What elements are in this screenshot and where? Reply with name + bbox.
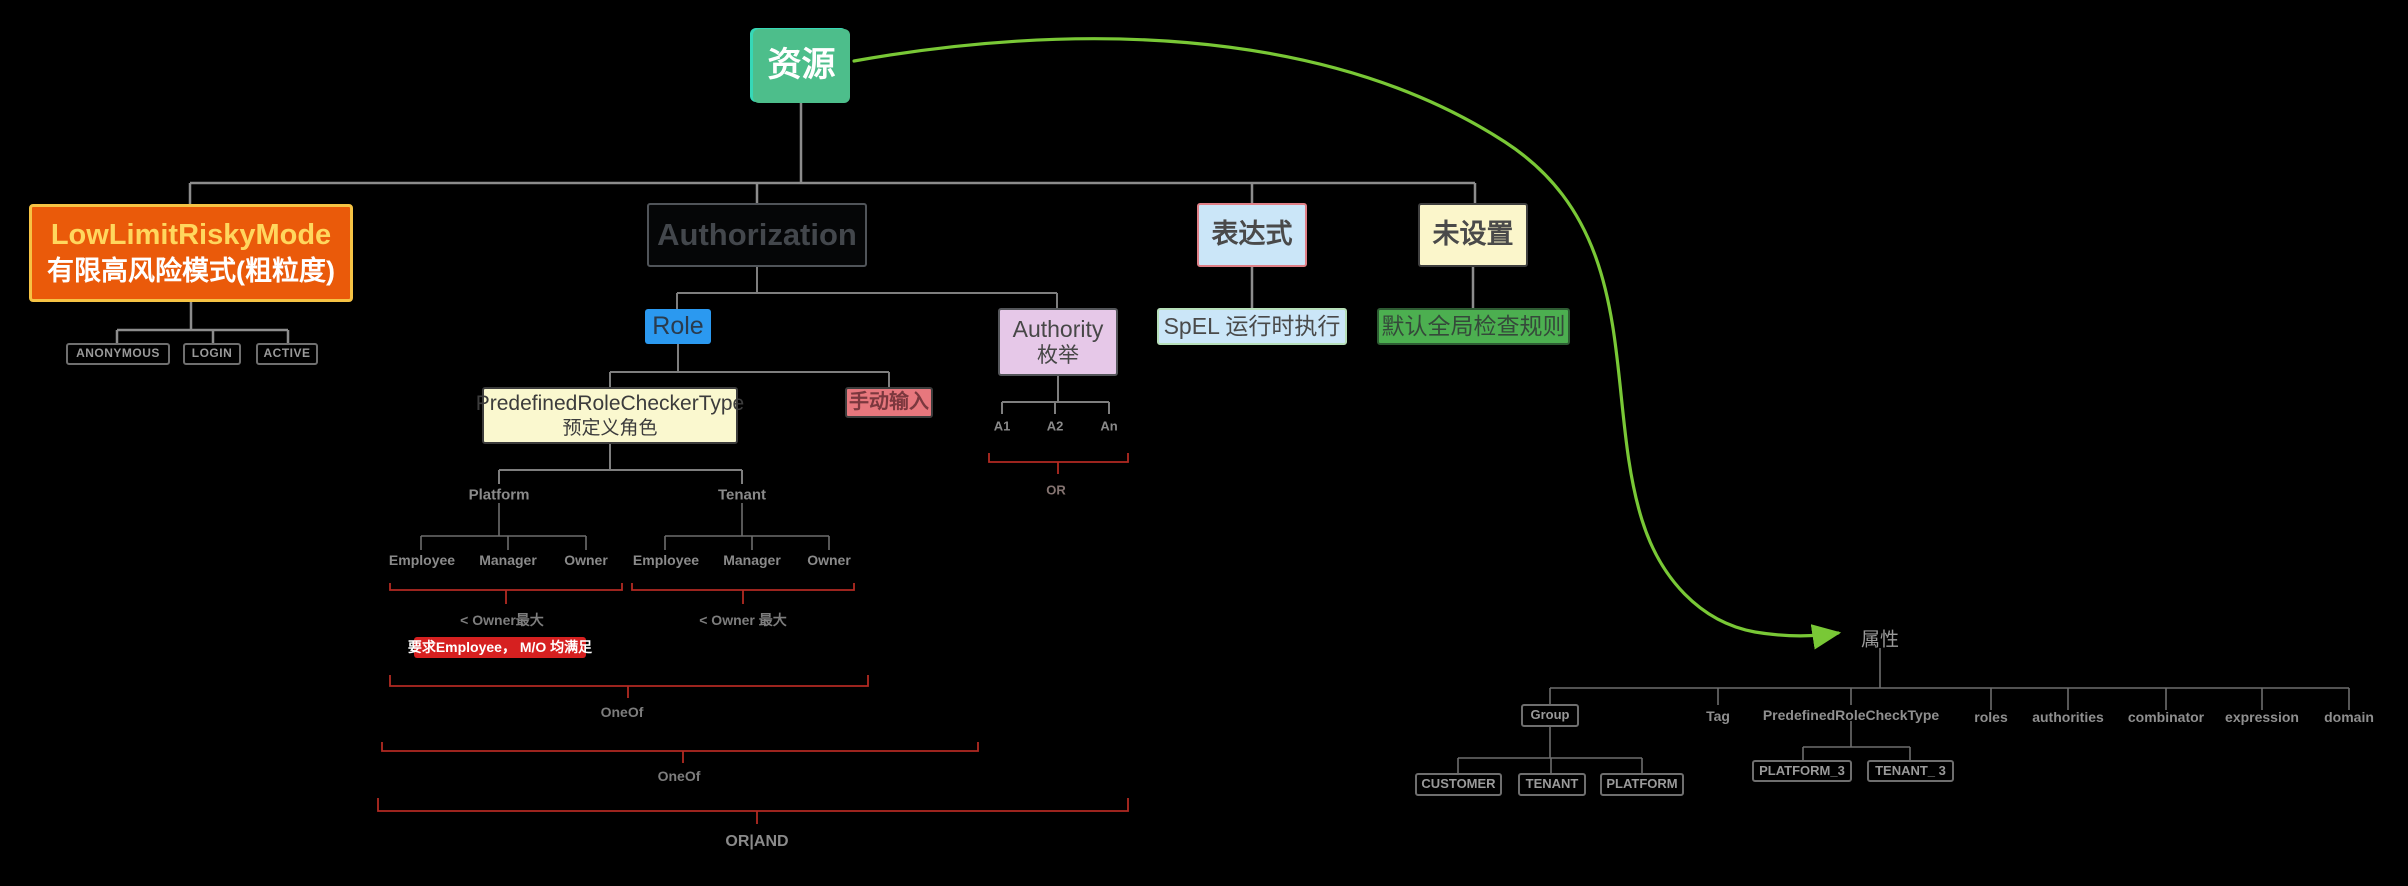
node-expression-label: 表达式 (1211, 219, 1293, 250)
node-attr-tag[interactable]: Tag (1706, 708, 1730, 724)
node-manual-input-label: 手动输入 (849, 391, 929, 413)
tree-lines-attributes (1457, 648, 2350, 773)
node-authorization-label: Authorization (657, 217, 857, 253)
summary-oneof-groups[interactable]: OneOf (657, 768, 701, 784)
node-anonymous[interactable]: ANONYMOUS (66, 343, 170, 365)
node-lowlimitriskymode[interactable]: LowLimitRiskyMode 有限高风险模式(粗粒度) (29, 204, 353, 302)
node-checktype-platform3-label: PLATFORM_3 (1759, 762, 1845, 778)
node-checktype-platform3[interactable]: PLATFORM_3 (1752, 760, 1852, 782)
node-login-label: LOGIN (191, 346, 233, 361)
node-anonymous-label: ANONYMOUS (76, 346, 160, 361)
node-role-label: Role (652, 312, 704, 341)
summary-brackets (377, 453, 1129, 824)
node-tenant-owner[interactable]: Owner (807, 552, 851, 568)
node-attr-expression[interactable]: expression (2225, 709, 2299, 725)
node-attributes[interactable]: 属性 (1860, 629, 1900, 651)
node-group-platform-label: PLATFORM (1606, 776, 1678, 792)
node-checktype-tenant3[interactable]: TENANT_ 3 (1867, 760, 1954, 782)
node-lowlimitriskymode-title: LowLimitRiskyMode (50, 218, 332, 251)
node-authority-subtitle: 枚举 (1037, 344, 1079, 368)
node-an[interactable]: An (1100, 418, 1118, 434)
node-attr-authorities[interactable]: authorities (2032, 709, 2104, 725)
node-group-tenant-label: TENANT (1525, 776, 1579, 792)
summary-or-label[interactable]: OR (1046, 482, 1066, 498)
tree-lines-main (115, 103, 1477, 343)
node-unset[interactable]: 未设置 (1418, 203, 1528, 267)
node-attr-roles[interactable]: roles (1974, 709, 2008, 725)
node-manual-input[interactable]: 手动输入 (845, 387, 933, 418)
node-root-label: 资源 (767, 46, 836, 85)
node-lowlimitriskymode-subtitle: 有限高风险模式(粗粒度) (47, 256, 335, 287)
require-employee-text: 要求Employee， M/O 均满足 (407, 639, 593, 656)
node-a1[interactable]: A1 (993, 418, 1011, 434)
node-default-global-rule-label: 默认全局检查规则 (1381, 313, 1566, 340)
tree-lines-authorization (498, 267, 1110, 484)
node-root[interactable]: 资源 (753, 29, 850, 103)
node-attr-group-label: Group (1530, 707, 1570, 723)
node-group-customer[interactable]: CUSTOMER (1415, 773, 1502, 796)
node-role[interactable]: Role (645, 309, 711, 344)
relationship-curve[interactable] (852, 37, 1842, 650)
node-predefined-subtitle: 预定义角色 (562, 417, 658, 439)
node-tenant-manager[interactable]: Manager (723, 552, 781, 568)
node-authority[interactable]: Authority 枚举 (998, 308, 1118, 376)
node-spel-runtime-label: SpEL 运行时执行 (1163, 313, 1341, 340)
node-login[interactable]: LOGIN (183, 343, 241, 365)
node-attr-predefined-role-check-type[interactable]: PredefinedRoleCheckType (1762, 707, 1940, 723)
node-checktype-tenant3-label: TENANT_ 3 (1875, 762, 1946, 778)
node-attr-combinator[interactable]: combinator (2127, 709, 2205, 725)
node-expression[interactable]: 表达式 (1197, 203, 1307, 267)
node-predefined-role-checker-type[interactable]: PredefinedRoleCheckerType 预定义角色 (476, 387, 744, 444)
node-platform-owner[interactable]: Owner (564, 552, 608, 568)
require-employee-label[interactable]: 要求Employee， M/O 均满足 (408, 637, 592, 658)
node-tenant[interactable]: Tenant (717, 486, 767, 504)
node-default-global-rule[interactable]: 默认全局检查规则 (1377, 308, 1570, 345)
summary-owner-max-platform[interactable]: < Owner最大 (460, 612, 544, 628)
node-group-platform[interactable]: PLATFORM (1600, 773, 1684, 796)
summary-or-and[interactable]: OR|AND (725, 833, 789, 850)
node-active-label: ACTIVE (263, 346, 311, 361)
node-predefined-title: PredefinedRoleCheckerType (475, 391, 745, 415)
node-spel-runtime[interactable]: SpEL 运行时执行 (1157, 308, 1347, 345)
node-group-customer-label: CUSTOMER (1421, 776, 1496, 792)
node-group-tenant[interactable]: TENANT (1518, 773, 1586, 796)
node-active[interactable]: ACTIVE (256, 343, 318, 365)
node-tenant-employee[interactable]: Employee (632, 552, 700, 568)
node-authority-title: Authority (1012, 315, 1104, 342)
summary-owner-max-tenant[interactable]: < Owner 最大 (699, 612, 787, 628)
node-platform[interactable]: Platform (468, 486, 530, 504)
node-attr-domain[interactable]: domain (2324, 709, 2374, 725)
node-unset-label: 未设置 (1432, 219, 1514, 250)
summary-oneof-roles[interactable]: OneOf (600, 704, 644, 720)
node-a2[interactable]: A2 (1046, 418, 1064, 434)
node-platform-manager[interactable]: Manager (479, 552, 537, 568)
tree-lines-roles (420, 503, 830, 550)
node-platform-employee[interactable]: Employee (388, 552, 456, 568)
node-authorization[interactable]: Authorization (647, 203, 867, 267)
node-attr-group[interactable]: Group (1521, 704, 1579, 727)
